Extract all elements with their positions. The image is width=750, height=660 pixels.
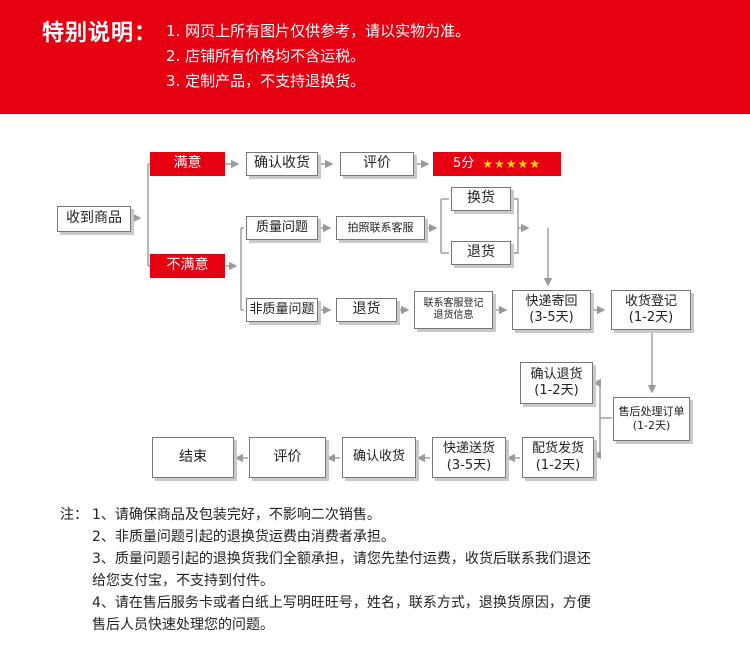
note-3: 3、质量问题引起的退换货我们全额承担，请您先垫付运费，收货后联系我们退还 [92,551,591,567]
confirm-return-line2: (1-2天) [534,383,579,398]
express-return-line1: 快递寄回 [525,293,578,309]
confirm-return-box: 确认退货(1-2天) [520,362,593,404]
aftersale-line1: 售后处理订单 [618,405,685,419]
ship-line1: 配货发货 [531,441,584,457]
review-box: 评价 [340,152,414,176]
express-delivery-line1: 快递送货 [442,441,495,457]
satisfied-box: 满意 [150,152,225,176]
express-return-line2: (3-5天) [529,310,574,325]
receipt-register-line1: 收货登记 [624,293,677,309]
banner-item-3: 3. 定制产品，不支持退换货。 [166,72,366,90]
aftersale-line2: (1-2天) [632,419,671,432]
score-label: 5分 [452,155,475,171]
receipt-register-line2: (1-2天) [628,310,674,325]
express-delivery-box: 快递送货(3-5天) [432,437,506,478]
banner-title: 特别说明： [42,21,158,46]
note-3-continued: 给您支付宝，不支持到付件。 [92,573,274,589]
note-4-continued: 售后人员快速处理您的问题。 [92,617,274,633]
ship-goods-box: 配货发货(1-2天) [522,437,594,478]
confirm-receipt-bottom-box: 确认收货 [342,437,416,478]
receive-goods-box: 收到商品 [57,206,131,232]
review-bottom-box: 评价 [249,437,326,478]
banner-item-1: 1. 网页上所有图片仅供参考，请以实物为准。 [166,22,471,40]
unsatisfied-box: 不满意 [150,254,225,278]
five-stars-icon: ★★★★★ [482,156,542,171]
photo-contact-service-box: 拍照联系客服 [336,216,425,240]
exchange-box: 换货 [451,187,511,211]
score-box: 5分 ★★★★★ [433,152,561,176]
express-return-box: 快递寄回(3-5天) [512,290,591,330]
return-box-top: 退货 [451,241,511,265]
express-delivery-line2: (3-5天) [446,457,492,473]
non-quality-issue-box: 非质量问题 [246,298,318,322]
notes-prefix: 注： [60,507,88,523]
aftersale-order-box: 售后处理订单(1-2天) [613,397,690,441]
end-box: 结束 [152,437,234,478]
contact-register-line2: 退货信息 [433,310,474,321]
connector-exchange-merge [512,198,519,254]
quality-issue-box: 质量问题 [246,216,318,240]
return-box-middle: 退货 [336,298,397,322]
receipt-register-box: 收货登记(1-2天) [611,290,691,330]
notice-banner: 特别说明： 1. 网页上所有图片仅供参考，请以实物为准。 2. 店铺所有价格均不… [0,0,750,114]
contact-register-line1: 联系客服登记 [423,297,484,309]
ship-line2: (1-2天) [535,457,581,473]
confirm-receipt-box: 确认收货 [246,152,318,176]
note-1: 1、请确保商品及包装完好，不影响二次销售。 [92,507,381,523]
confirm-return-line1: 确认退货 [530,366,583,382]
note-2: 2、非质量问题引起的退换货运费由消费者承担。 [92,529,395,545]
note-4: 4、请在售后服务卡或者白纸上写明旺旺号，姓名，联系方式，退换货原因，方便 [92,595,591,611]
contact-register-box: 联系客服登记退货信息 [414,291,493,329]
banner-item-2: 2. 店铺所有价格均不含运税。 [166,47,366,65]
